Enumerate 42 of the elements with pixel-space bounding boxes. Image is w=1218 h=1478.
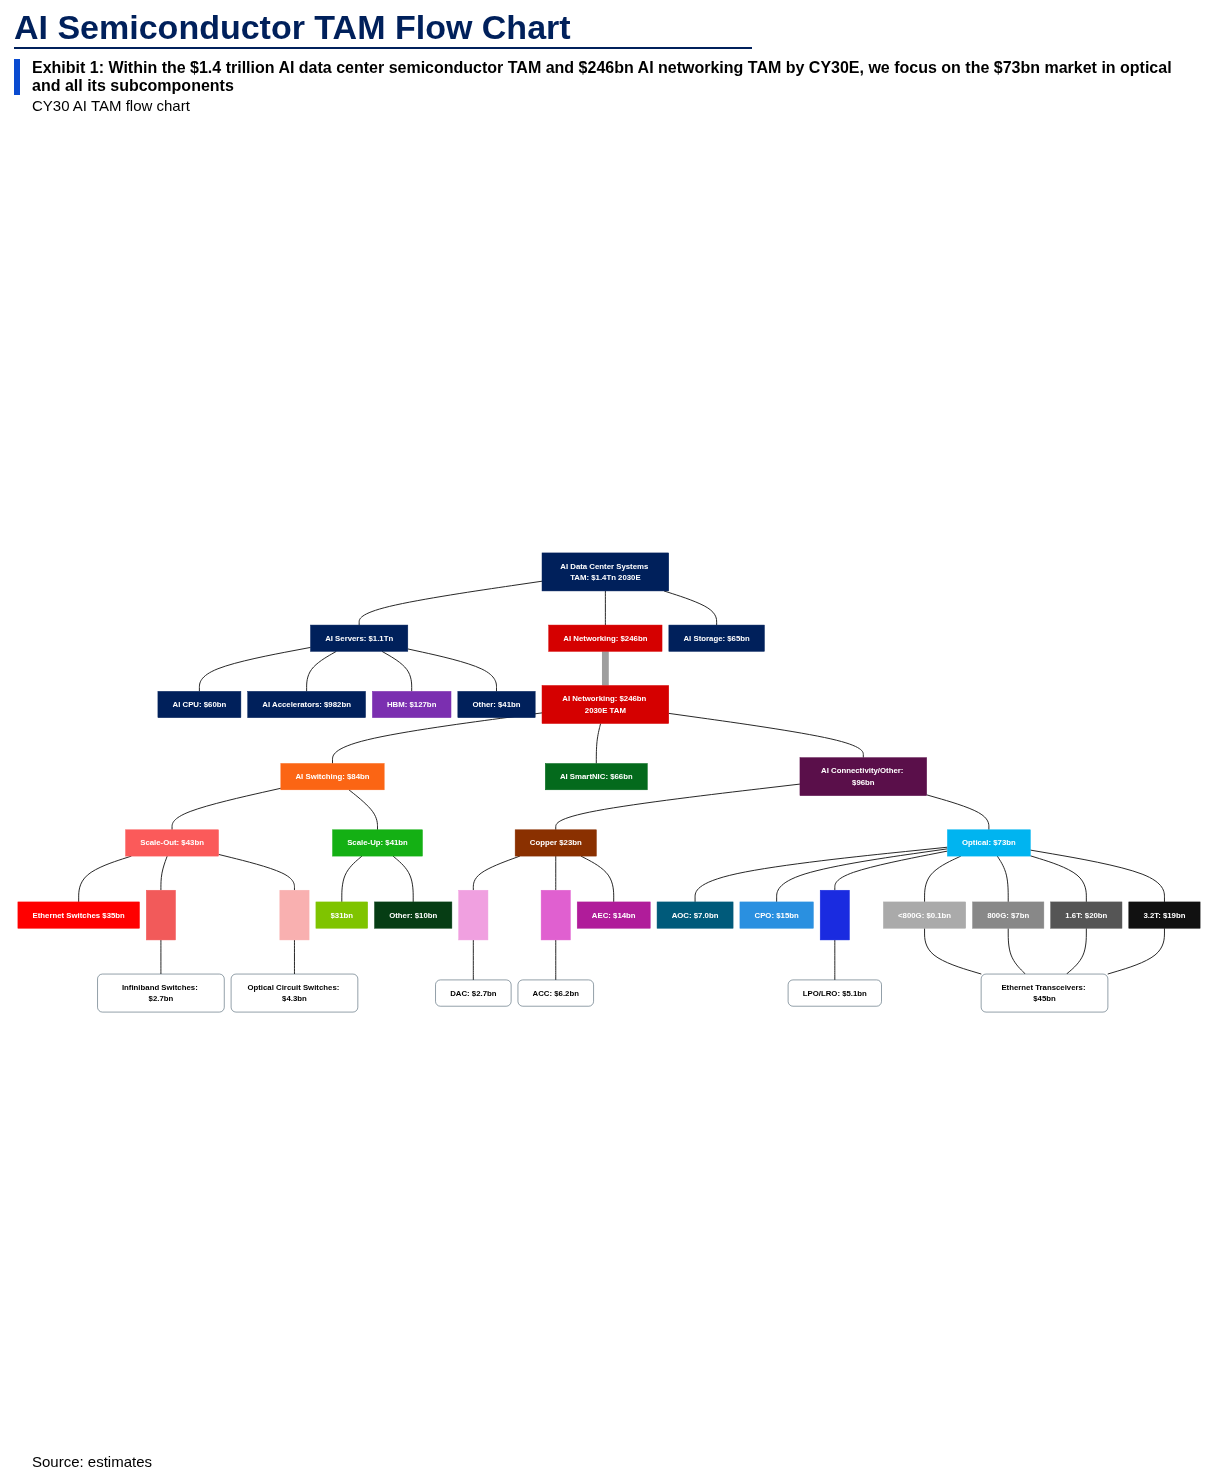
connector <box>198 646 311 692</box>
connector <box>1107 927 1165 975</box>
connector <box>555 855 557 891</box>
node-bar <box>819 889 850 941</box>
connector <box>392 855 414 903</box>
connector <box>358 580 543 626</box>
connector <box>555 783 801 831</box>
connector <box>171 787 282 831</box>
connector <box>694 846 948 903</box>
connector <box>1029 855 1087 903</box>
connector <box>407 648 497 692</box>
connector <box>1066 927 1087 975</box>
connector <box>160 939 162 975</box>
source-note: Source: estimates <box>32 1453 154 1470</box>
connector <box>1007 927 1026 975</box>
connector <box>555 939 557 981</box>
connector <box>668 712 864 759</box>
title: AI Semiconductor TAM Flow Chart <box>14 8 752 49</box>
node-bar <box>146 889 176 941</box>
connector <box>924 927 982 975</box>
connector <box>604 590 606 626</box>
connector <box>218 853 295 891</box>
connector <box>381 650 413 692</box>
connector <box>834 850 948 891</box>
connector <box>293 939 295 975</box>
node-bar <box>458 889 489 941</box>
subtitle: CY30 AI TAM flow chart <box>32 97 191 114</box>
caption: Exhibit 1: Within the $1.4 trillion AI data center semiconductor TAM and $246bn AI networking TAM by CY30E, we focus on the $73bn market in optical and all its subcomponents <box>14 59 1204 95</box>
connector <box>341 855 363 903</box>
connector <box>595 723 602 764</box>
connector <box>776 848 948 903</box>
connector <box>1029 849 1165 903</box>
node-bar <box>540 889 571 941</box>
connector <box>926 794 990 831</box>
connector <box>348 789 378 831</box>
connector <box>996 855 1009 903</box>
connector <box>834 939 836 981</box>
node-bar <box>279 889 310 941</box>
connector <box>160 855 168 891</box>
connector <box>472 939 474 981</box>
connector <box>306 650 337 692</box>
connector <box>601 650 609 687</box>
